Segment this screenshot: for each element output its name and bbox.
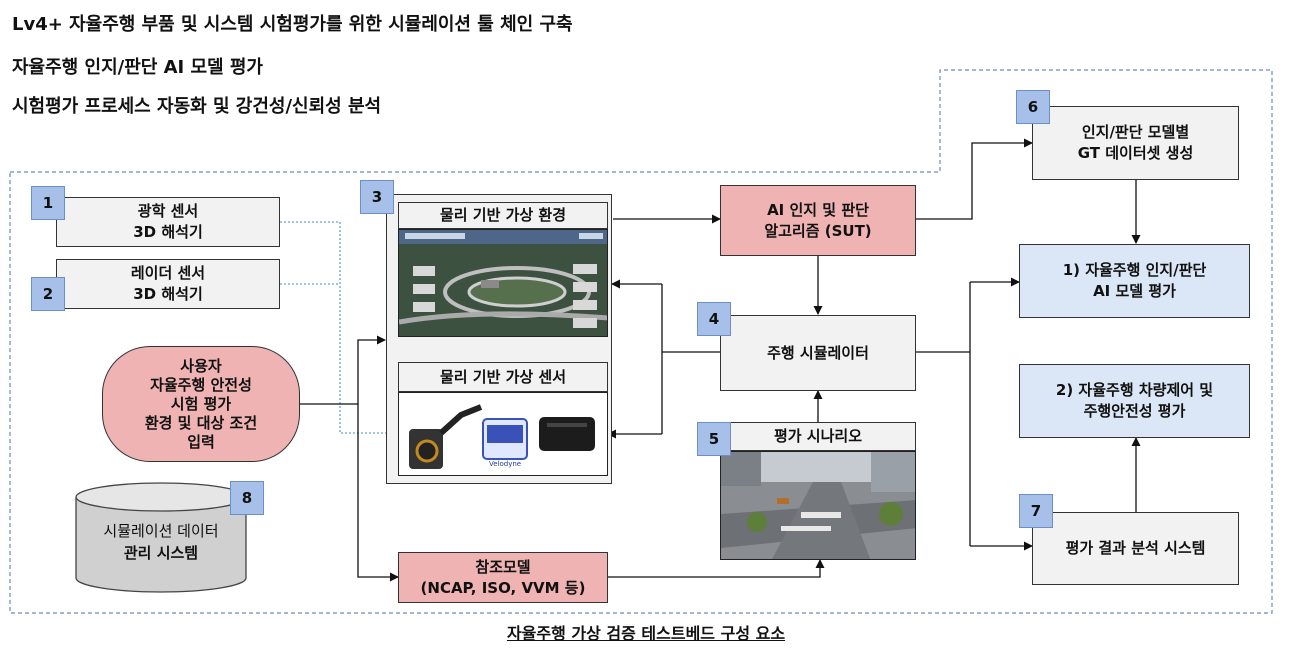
badge-7: 7 [1019, 494, 1053, 528]
user-to-env-arrow [300, 335, 386, 405]
optical-sensor-analyzer-box: 광학 센서 3D 해석기 [56, 197, 280, 247]
scenario-image [720, 451, 916, 560]
data-management-line-1: 시뮬레이션 데이터 [103, 522, 219, 540]
virtual-sensor-label: 물리 기반 가상 센서 [398, 362, 608, 392]
badge-1: 1 [31, 186, 65, 220]
badge-2: 2 [31, 277, 65, 311]
data-management-line-2: 관리 시스템 [123, 544, 199, 562]
virtual-sensor-image: Velodyne [398, 392, 608, 476]
eval-ai-model-box: 1) 자율주행 인지/판단 AI 모델 평가 [1019, 244, 1250, 318]
data-management-label: 시뮬레이션 데이터 관리 시스템 [76, 520, 246, 564]
sensor-link-dotted [280, 221, 399, 438]
caption-text: 자율주행 가상 검증 테스트베드 구성 요소 [506, 624, 786, 643]
badge-6: 6 [1016, 90, 1050, 124]
database-cylinder-icon [75, 482, 247, 593]
ai-algorithm-sut-box: AI 인지 및 판단 알고리즘 (SUT) [720, 185, 916, 256]
header-line-3: 시험평가 프로세스 자동화 및 강건성/신뢰성 분석 [12, 96, 382, 117]
velodyne-label: Velodyne [489, 460, 522, 468]
aerial-testtrack-icon [399, 230, 607, 336]
badge-4: 4 [697, 302, 731, 336]
evaluation-scenario-label: 평가 시나리오 [720, 422, 916, 451]
reference-model-box: 참조모델 (NCAP, ISO, VVM 등) [398, 552, 608, 603]
badge-8: 8 [230, 481, 264, 515]
city-intersection-icon [721, 452, 915, 559]
user-to-ref-arrow [357, 404, 399, 582]
badge-5: 5 [697, 422, 731, 456]
analysis-system-box: 평가 결과 분석 시스템 [1032, 512, 1239, 585]
badge-3: 3 [360, 180, 394, 214]
driving-simulator-box: 주행 시뮬레이터 [720, 315, 916, 391]
virtual-env-label: 물리 기반 가상 환경 [398, 202, 608, 229]
header-line-1: Lv4+ 자율주행 부품 및 시스템 시험평가를 위한 시뮬레이션 툴 체인 구… [12, 14, 573, 35]
gt-dataset-box: 인지/판단 모델별 GT 데이터셋 생성 [1032, 106, 1239, 180]
figure-caption: 자율주행 가상 검증 테스트베드 구성 요소 [0, 620, 1292, 644]
header-line-2: 자율주행 인지/판단 AI 모델 평가 [12, 57, 263, 78]
virtual-env-image [398, 229, 608, 337]
user-input-node: 사용자 자율주행 안전성 시험 평가 환경 및 대상 조건 입력 [102, 346, 300, 462]
radar-sensor-analyzer-box: 레이더 센서 3D 해석기 [56, 259, 280, 309]
sensor-hardware-icon [409, 404, 595, 469]
eval-vehicle-control-box: 2) 자율주행 차량제어 및 주행안전성 평가 [1019, 364, 1250, 438]
